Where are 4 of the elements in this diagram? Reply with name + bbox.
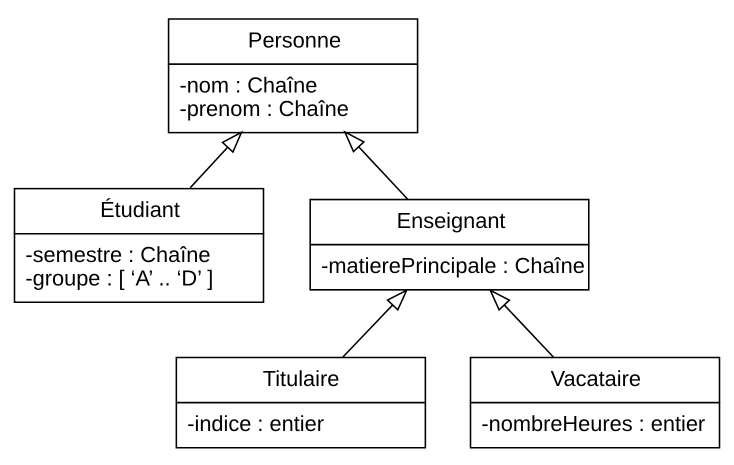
- arrow: [343, 130, 408, 200]
- arrow: [488, 288, 554, 358]
- arrow: [190, 130, 244, 188]
- arrow: [342, 288, 408, 358]
